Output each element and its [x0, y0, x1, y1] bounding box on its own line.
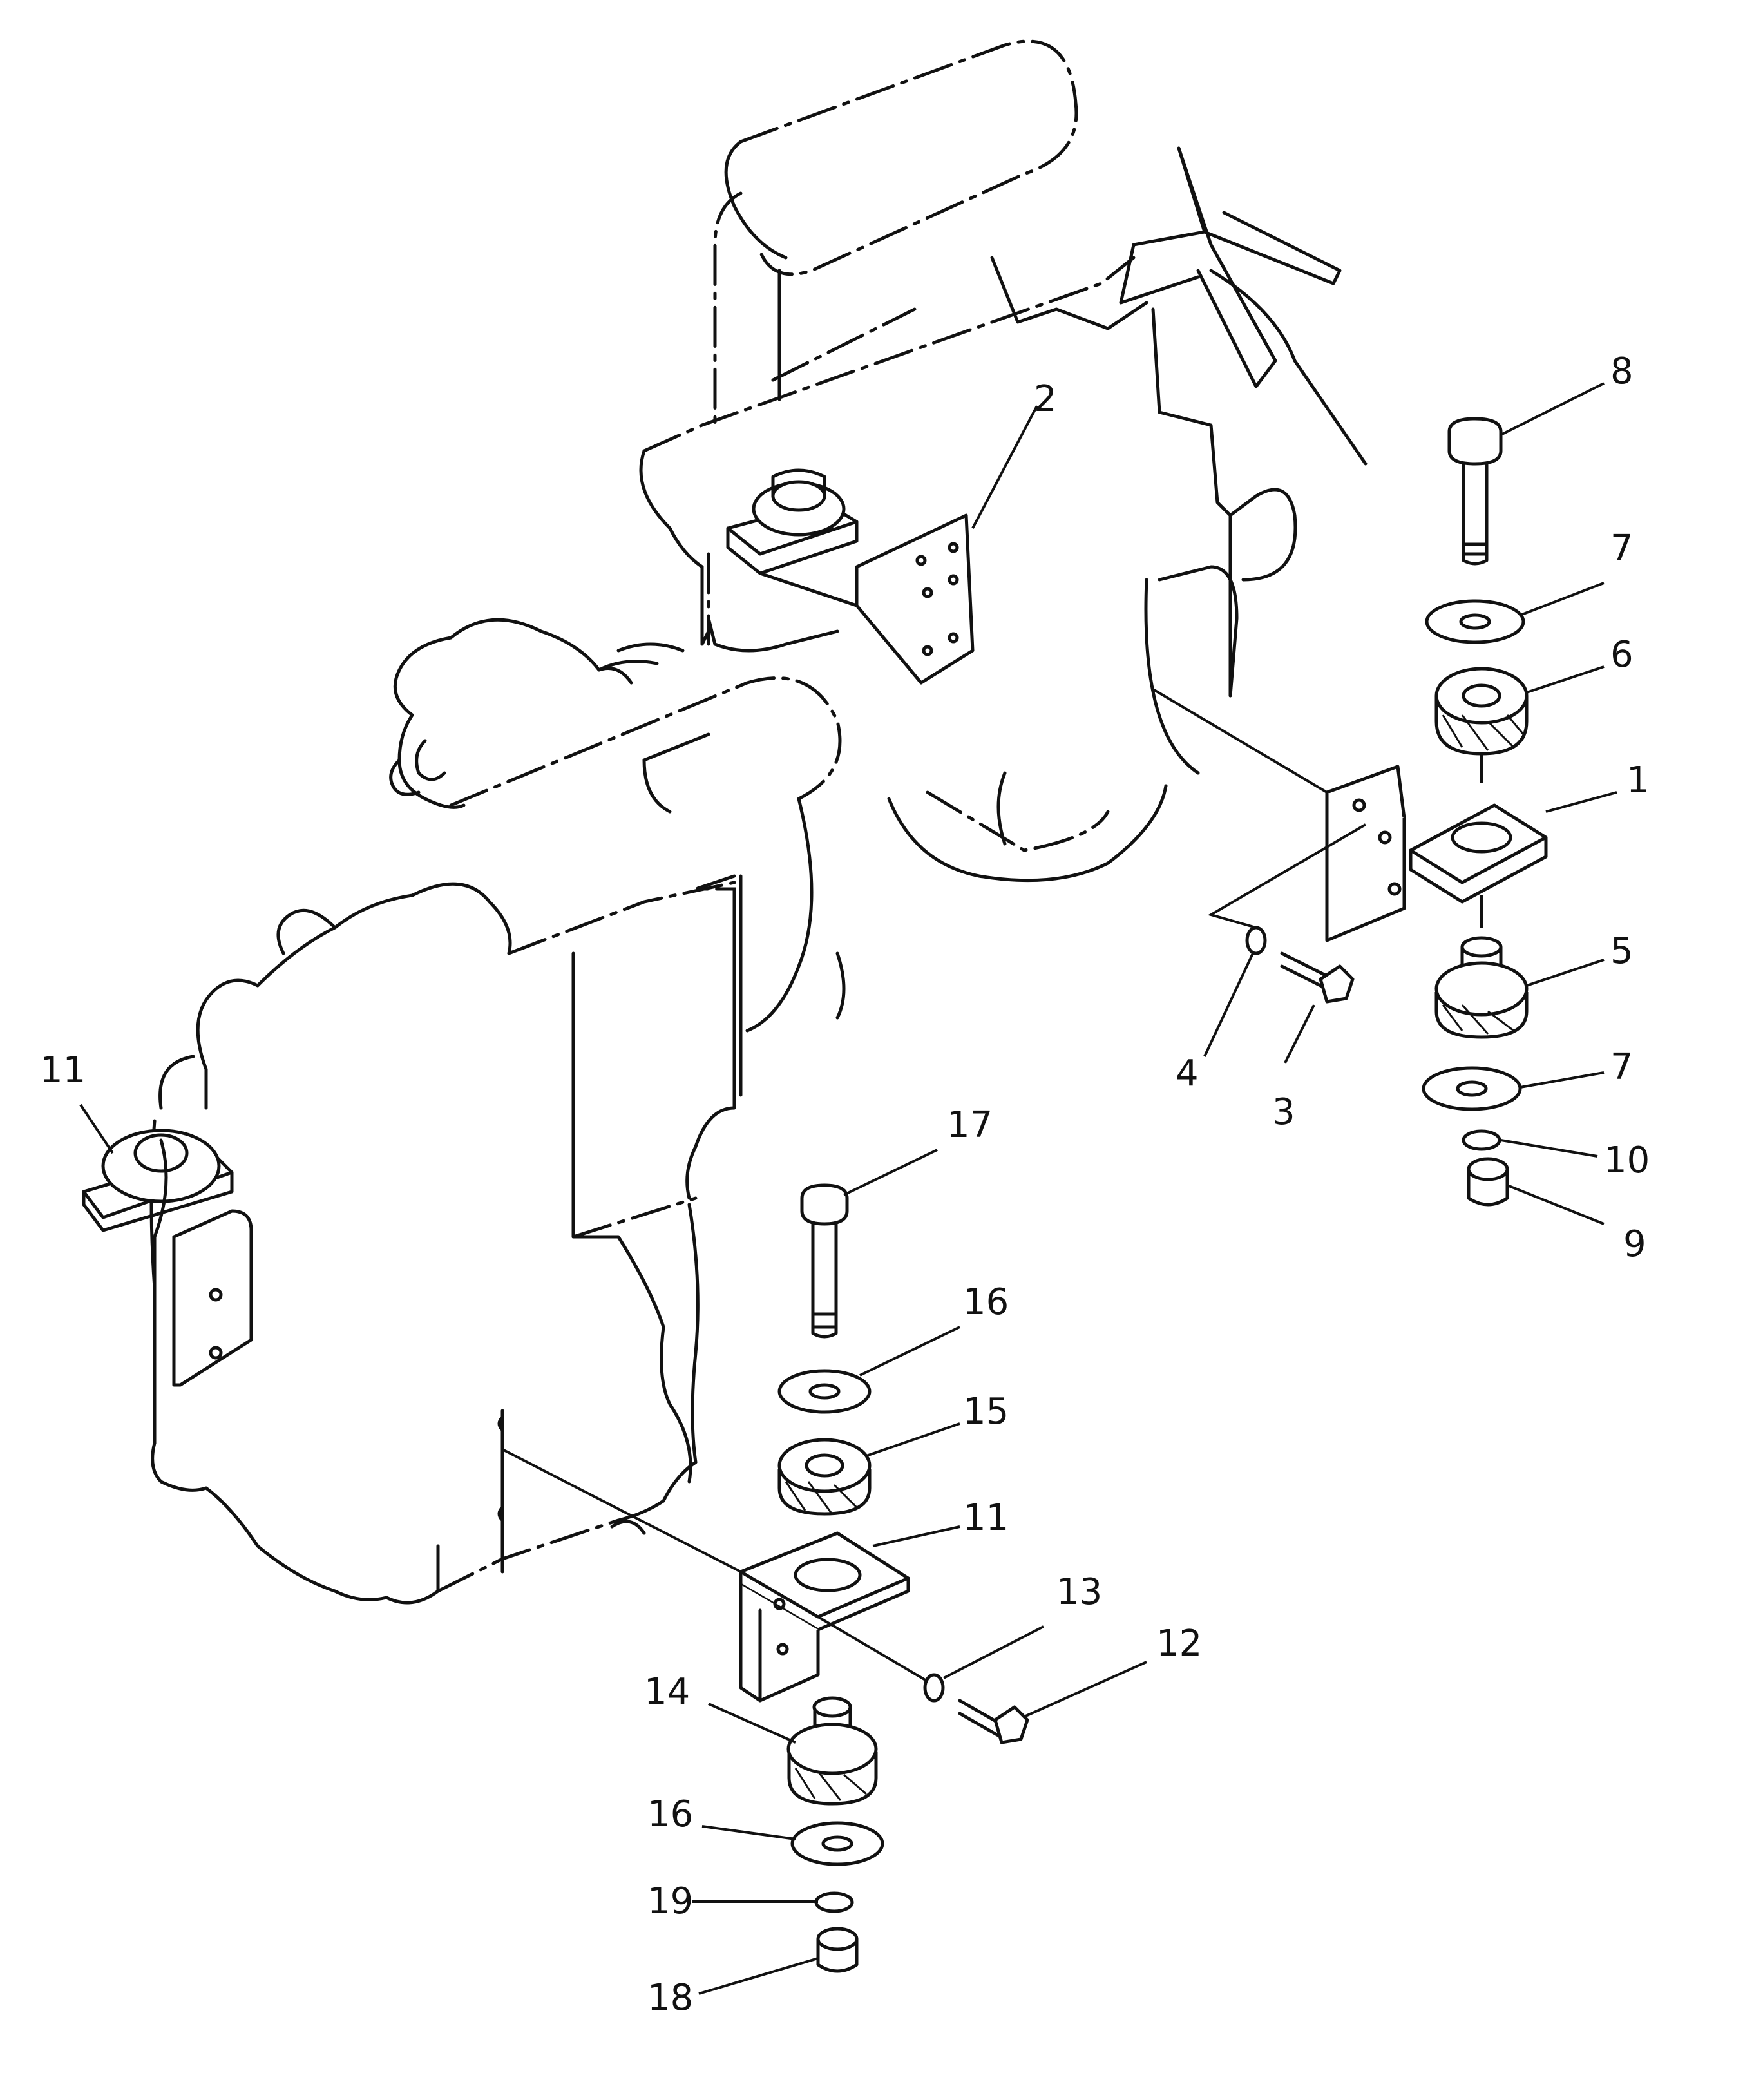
part-1-bracket [1325, 765, 1548, 942]
part-3-bolt [1280, 951, 1355, 1004]
part-5-cushion-lower [1434, 936, 1529, 1039]
callout-16-upper: 16 [963, 1281, 1009, 1323]
callout-8: 8 [1610, 350, 1634, 392]
part-13-washer [923, 1673, 945, 1703]
transmission-assembly [389, 618, 1110, 1200]
callout-2: 2 [1034, 378, 1057, 420]
part-19-lockwasher [814, 1891, 854, 1913]
callout-4: 4 [1176, 1053, 1199, 1094]
part-4-washer [1245, 926, 1267, 955]
part-9-nut [1467, 1157, 1509, 1207]
callout-labels: 1 2 3 4 5 6 7 7 8 9 10 11 11 12 13 14 15… [40, 350, 1650, 2019]
exploded-front-mount-parts [1152, 417, 1548, 1207]
part-10-lockwasher [1462, 1129, 1501, 1151]
callout-12: 12 [1156, 1623, 1202, 1665]
callout-7-lower: 7 [1610, 1046, 1634, 1088]
part-16-washer-lower [790, 1821, 884, 1866]
engine-assembly [639, 39, 1368, 883]
part-16-washer-upper [777, 1369, 872, 1414]
part-7-washer-lower [1422, 1066, 1522, 1111]
callout-19: 19 [647, 1880, 693, 1922]
callout-leaders [79, 382, 1617, 1995]
part-18-nut [816, 1927, 859, 1973]
part-11-bracket [739, 1531, 910, 1703]
callout-9: 9 [1623, 1223, 1646, 1265]
callout-18: 18 [647, 1977, 693, 2019]
callout-14: 14 [644, 1671, 690, 1713]
callout-7-upper: 7 [1610, 528, 1634, 569]
callout-6: 6 [1610, 634, 1634, 676]
exploded-rear-mount-parts [497, 1183, 1029, 1973]
callout-1: 1 [1626, 759, 1650, 801]
callout-13: 13 [1056, 1571, 1102, 1613]
callout-5: 5 [1610, 930, 1634, 972]
callout-11-exploded: 11 [963, 1497, 1009, 1539]
part-14-cushion-lower [786, 1696, 878, 1806]
callout-3: 3 [1272, 1091, 1295, 1133]
callout-15: 15 [963, 1391, 1009, 1433]
installed-mount-front-left [726, 468, 975, 685]
part-15-cushion-upper [777, 1438, 872, 1516]
part-12-bolt [958, 1699, 1029, 1744]
installed-mount-rear-left [82, 1129, 253, 1445]
cooling-fan [1119, 146, 1368, 466]
part-7-washer-upper [1425, 599, 1525, 644]
part-6-cushion-upper [1434, 667, 1529, 756]
callout-11-installed: 11 [40, 1049, 86, 1091]
callout-10: 10 [1604, 1140, 1650, 1181]
callout-16-lower: 16 [647, 1793, 693, 1835]
part-8-bolt [1447, 417, 1503, 566]
part-17-bolt [800, 1183, 849, 1339]
callout-17: 17 [947, 1104, 993, 1146]
